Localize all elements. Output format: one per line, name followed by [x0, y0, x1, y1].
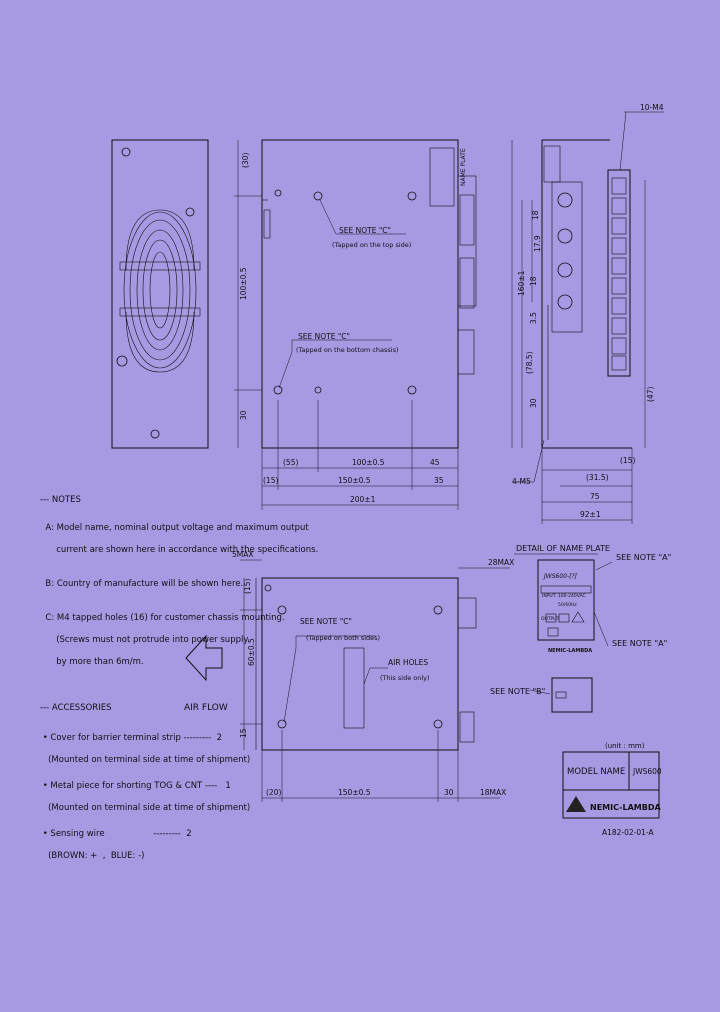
dim-35: 35 — [434, 476, 444, 485]
label-10-m4: 10-M4 — [640, 103, 664, 112]
notes-block: --- NOTES A: Model name, nominal output … — [40, 484, 318, 679]
dim-60: 60±0.5 — [247, 638, 256, 666]
see-note-c-sides: SEE NOTE "C" — [300, 617, 352, 626]
dim-15: (15) — [263, 476, 278, 485]
note-c-cont2: by more than 6m/m. — [56, 657, 144, 667]
dim-45: 45 — [430, 458, 440, 467]
dim-30-side: 30 — [529, 398, 538, 408]
dim-75: 75 — [590, 492, 600, 501]
dim-30-top: (30) — [241, 153, 250, 168]
dim-31-5: (31.5) — [586, 473, 609, 482]
dim-100-vertical: 100±0.5 — [239, 267, 248, 300]
dim-200: 200±1 — [350, 495, 376, 504]
this-side-label: (This side only) — [380, 674, 430, 682]
accessory-3-sub: (BROWN: + , BLUE: -) — [48, 851, 145, 861]
dim-5max: 5MAX — [232, 550, 254, 559]
dim-150: 150±0.5 — [338, 476, 371, 485]
see-note-c-top: SEE NOTE "C" — [339, 226, 391, 235]
dim-92: 92±1 — [580, 510, 601, 519]
see-note-c-bottom: SEE NOTE "C" — [298, 332, 350, 341]
title-block — [562, 751, 660, 819]
note-b: B: Country of manufacture will be shown … — [45, 579, 244, 589]
accessories-header: --- ACCESSORIES — [40, 703, 112, 713]
accessories-block: --- ACCESSORIES • Cover for barrier term… — [40, 692, 250, 873]
dim-47: (47) — [646, 387, 655, 402]
plate-input: INPUT: 100-240VAC — [542, 593, 586, 599]
detail-title: DETAIL OF NAME PLATE — [516, 544, 610, 553]
accessory-2: • Metal piece for shorting TOG & CNT ---… — [40, 781, 231, 791]
top-view — [234, 139, 477, 510]
model-name-label: MODEL NAME — [567, 767, 625, 777]
label-4-m5: 4-M5 — [512, 477, 531, 486]
note-c-cont1: (Screws must not protrude into power sup… — [56, 635, 249, 645]
title-brand: NEMIC-LAMBDA — [590, 803, 661, 812]
tapped-both-label: (Tapped on both sides) — [306, 634, 380, 642]
tapped-bottom-label: (Tapped on the bottom chassis) — [296, 346, 399, 354]
see-note-b: SEE NOTE "B" — [490, 687, 545, 696]
airflow-arrow-icon — [185, 634, 223, 682]
see-note-a-1: SEE NOTE "A" — [616, 553, 671, 562]
plate-brand: NEMIC-LAMBDA — [548, 648, 592, 654]
model-name-value: JWS600 — [632, 767, 662, 776]
accessory-1-sub: (Mounted on terminal side at time of shi… — [48, 755, 251, 765]
note-a: A: Model name, nominal output voltage an… — [45, 523, 309, 533]
plate-model: JWS600-[?] — [543, 573, 578, 580]
dim-30-bottom-view: 30 — [444, 788, 454, 797]
dim-150-bottom: 150±0.5 — [338, 788, 371, 797]
notes-header: --- NOTES — [40, 495, 81, 505]
accessory-3: • Sensing wire --------- 2 — [40, 829, 192, 839]
terminal-strip — [611, 177, 627, 371]
dim-100-horizontal: 100±0.5 — [352, 458, 385, 467]
bottom-view — [240, 559, 510, 802]
dim-78-5: (78.5) — [525, 351, 534, 374]
dim-18-b: 18 — [529, 276, 538, 286]
name-plate-detail — [514, 553, 613, 713]
dim-3-5: 3.5 — [529, 312, 538, 324]
unit-label: (unit : mm) — [605, 742, 645, 750]
lambda-logo-icon — [566, 796, 586, 812]
accessory-2-sub: (Mounted on terminal side at time of shi… — [48, 803, 251, 813]
note-a-cont: current are shown here in accordance wit… — [56, 545, 319, 555]
tapped-top-label: (Tapped on the top side) — [332, 241, 411, 249]
plate-output: OUTPUT — [541, 616, 560, 622]
note-c: C: M4 tapped holes (16) for customer cha… — [45, 613, 285, 623]
accessory-1: • Cover for barrier terminal strip -----… — [40, 733, 222, 743]
dim-20: (20) — [266, 788, 281, 797]
dim-18-a: 18 — [531, 210, 540, 220]
dim-18max: 18MAX — [480, 788, 506, 797]
front-view — [111, 139, 209, 449]
air-holes-label: AIR HOLES — [388, 658, 428, 667]
dim-15b: 15 — [239, 728, 248, 738]
see-note-a-2: SEE NOTE "A" — [612, 639, 667, 648]
fan-icon — [119, 209, 201, 373]
dim-55: (55) — [283, 458, 298, 467]
side-view — [511, 111, 664, 524]
airflow-label: AIR FLOW — [184, 703, 228, 713]
dim-15-side: (15) — [620, 456, 635, 465]
dim-28max: 28MAX — [488, 558, 514, 567]
dim-30-bottom: 30 — [239, 410, 248, 420]
name-plate-label: NAME PLATE — [460, 148, 467, 186]
plate-freq: 50/60Hz — [558, 602, 577, 608]
dim-160: 160±1 — [517, 270, 526, 296]
dim-15-bottom: (15) — [243, 579, 252, 594]
drawing-number: A182-02-01-A — [602, 828, 654, 837]
dim-17-9: 17.9 — [533, 235, 542, 252]
